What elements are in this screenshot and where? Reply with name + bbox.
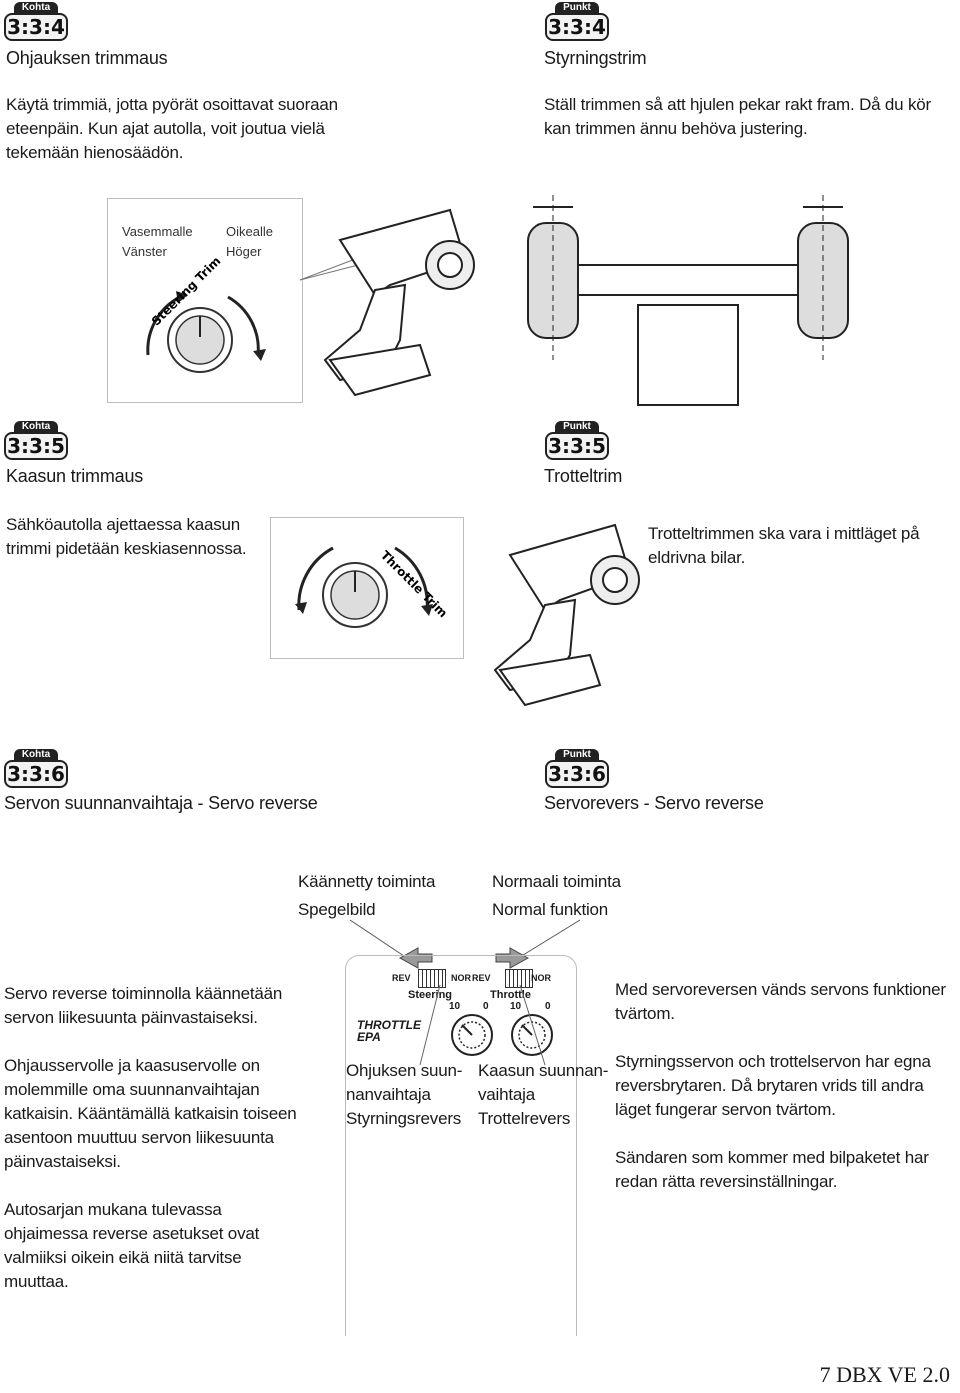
steering-switch-label: Steering: [408, 989, 453, 1001]
section-badge-sv: Punkt 3:3:4: [545, 2, 609, 41]
section-badge-fi: Kohta 3:3:6: [4, 749, 68, 788]
transmitter-icon: [299, 208, 475, 397]
section-title-fi: Ohjauksen trimmaus: [6, 48, 168, 68]
section-badge-fi: Kohta 3:3:5: [4, 421, 68, 460]
section-title-sv: Styrningstrim: [544, 48, 647, 68]
dial-zero-label: 0: [483, 1001, 489, 1012]
steering-reverse-label: Ohjuksen suun- nanvaihtaja Styrningsreve…: [346, 1061, 463, 1128]
epa-dials-icon: [419, 984, 553, 1066]
section-title-sv: Trotteltrim: [544, 466, 623, 486]
reverse-panel: [345, 955, 577, 1336]
section-title-sv: Servorevers - Servo reverse: [544, 793, 764, 813]
steering-reverse-switch[interactable]: [418, 969, 446, 988]
paragraph: Sändaren som kommer med bilpaketet har r…: [615, 1148, 929, 1191]
section-badge-fi: Kohta 3:3:4: [4, 2, 68, 41]
transmitter-icon: [493, 523, 640, 707]
page-footer: 7 DBX VE 2.0: [819, 1362, 950, 1387]
car-front-icon: [527, 195, 849, 406]
reverse-text-sv: Med servoreversen vänds servons funktion…: [615, 978, 960, 1194]
dial-ten-label: 10: [449, 1001, 461, 1012]
section-title-fi: Servon suunnanvaihtaja - Servo reverse: [4, 793, 318, 813]
throttle-switch-label: Throttle: [490, 989, 531, 1001]
paragraph: Styrningsservon och trottelservon har eg…: [615, 1052, 931, 1119]
section-badge-sv: Punkt 3:3:6: [545, 749, 609, 788]
dial-zero-label: 0: [545, 1001, 551, 1012]
section-body-sv: Trotteltrimmen ska vara i mittläget på e…: [648, 524, 920, 567]
left-label: Vasemmalle Vänster: [122, 224, 193, 259]
right-label: Oikealle Höger: [226, 224, 273, 259]
rev-label: REV: [472, 973, 491, 983]
throttle-reverse-switch[interactable]: [505, 969, 533, 988]
dial-ten-label: 10: [510, 1001, 522, 1012]
paragraph: Autosarjan mukana tulevassa ohjaimessa r…: [4, 1200, 260, 1291]
throttle-epa-logo: THROTTLE EPA: [357, 1018, 421, 1044]
direction-arrows-icon: [349, 919, 581, 969]
reverse-text-fi: Servo reverse toiminnolla käännetään ser…: [4, 982, 304, 1294]
section-body-fi: Käytä trimmiä, jotta pyörät osoittavat s…: [6, 95, 338, 162]
paragraph: Servo reverse toiminnolla käännetään ser…: [4, 984, 283, 1027]
paragraph: Ohjausservolle ja kaasuservolle on molem…: [4, 1056, 297, 1171]
paragraph: Med servoreversen vänds servons funktion…: [615, 980, 946, 1023]
section-body-fi: Sähköautolla ajettaessa kaasun trimmi pi…: [6, 515, 247, 558]
section-badge-sv: Punkt 3:3:5: [545, 421, 609, 460]
section-title-fi: Kaasun trimmaus: [6, 466, 144, 486]
nor-label: NOR: [451, 973, 471, 983]
nor-label: NOR: [531, 973, 551, 983]
steering-trim-dial-icon: Steering Trim: [146, 254, 266, 373]
reversed-label: Käännetty toiminta Spegelbild: [298, 872, 436, 919]
steering-trim-figure: [107, 198, 303, 403]
throttle-reverse-label: Kaasun suunnan- vaihtaja Trottelrevers: [478, 1061, 609, 1128]
throttle-trim-dial-icon: Throttle Trim: [295, 546, 450, 628]
throttle-trim-figure: [270, 517, 464, 659]
section-body-sv: Ställ trimmen så att hjulen pekar rakt f…: [544, 95, 931, 138]
normal-label: Normaali toiminta Normal funktion: [492, 872, 621, 919]
rev-label: REV: [392, 973, 411, 983]
throttle-trim-dial-label: Throttle Trim: [378, 548, 450, 620]
